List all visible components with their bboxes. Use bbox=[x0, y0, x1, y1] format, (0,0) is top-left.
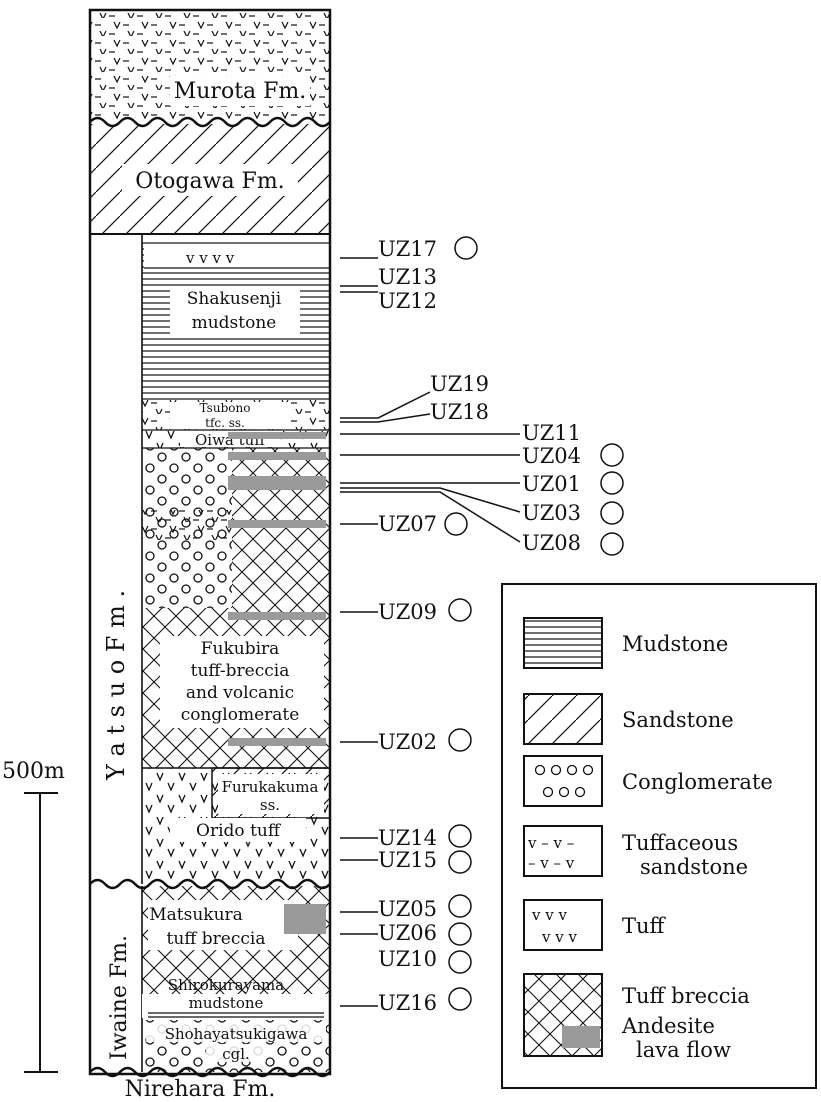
sample-label: UZ04 bbox=[522, 444, 581, 468]
tsubono-label: Tsubono bbox=[200, 401, 251, 415]
otogawa-formation-label: Otogawa Fm. bbox=[135, 169, 284, 194]
legend-andesite: Andesite bbox=[621, 1014, 715, 1038]
svg-text:v v v v: v v v v bbox=[185, 249, 235, 267]
svg-text:v v v: v v v bbox=[541, 928, 577, 946]
sample-label: UZ12 bbox=[378, 289, 437, 313]
sample-label: UZ14 bbox=[378, 826, 437, 850]
scale-label: 500m bbox=[2, 759, 65, 784]
svg-text:v – v –: v – v – bbox=[527, 834, 574, 852]
fukubira-label-3: and volcanic bbox=[186, 683, 294, 703]
legend-sandstone-swatch bbox=[524, 694, 602, 744]
legend-mudstone: Mudstone bbox=[622, 632, 728, 656]
iwaine-formation-label: Iwaine Fm. bbox=[107, 935, 132, 1060]
murota-formation-label: Murota Fm. bbox=[174, 79, 307, 104]
fukubira-label-2: tuff-breccia bbox=[191, 661, 290, 681]
sample-label: UZ01 bbox=[522, 472, 581, 496]
svg-text:v v v: v v v bbox=[531, 906, 567, 924]
stratigraphic-column: Murota Fm. Otogawa Fm. v v v v Shakusenj… bbox=[90, 10, 330, 1102]
sample-label: UZ17 bbox=[378, 237, 437, 261]
shakusenji-label-2: mudstone bbox=[192, 313, 277, 333]
scale-bar: 500m bbox=[2, 759, 65, 1072]
sample-label: UZ09 bbox=[378, 600, 437, 624]
shohayatsukigawa-label: Shohayatsukigawa bbox=[165, 1025, 308, 1043]
sample-label: UZ19 bbox=[430, 372, 489, 396]
sample-label: UZ02 bbox=[378, 730, 437, 754]
sample-label: UZ05 bbox=[378, 897, 437, 921]
sample-label: UZ13 bbox=[378, 265, 437, 289]
legend-tuffaceous-2: sandstone bbox=[640, 855, 748, 879]
legend-tuff: Tuff bbox=[622, 914, 667, 938]
legend-conglomerate-swatch bbox=[524, 756, 602, 806]
legend-tuffaceous: Tuffaceous bbox=[622, 831, 738, 855]
sample-label: UZ06 bbox=[378, 921, 437, 945]
legend-conglomerate: Conglomerate bbox=[622, 770, 773, 794]
legend: Mudstone Sandstone Conglomerate v – v – … bbox=[502, 584, 816, 1088]
matsukura-label-2: tuff breccia bbox=[167, 929, 266, 949]
orido-tuff-label: Orido tuff bbox=[196, 821, 282, 841]
fukubira-label-4: conglomerate bbox=[181, 705, 300, 725]
sample-label: UZ08 bbox=[522, 531, 581, 555]
sample-label: UZ18 bbox=[430, 400, 489, 424]
shakusenji-label: Shakusenji bbox=[187, 289, 282, 309]
legend-andesite-2: lava flow bbox=[636, 1038, 731, 1062]
sample-label: UZ03 bbox=[522, 501, 581, 525]
sample-label: UZ10 bbox=[378, 947, 437, 971]
furukakuma-label-2: ss. bbox=[260, 796, 280, 814]
sample-label: UZ11 bbox=[522, 421, 581, 445]
shirokurayama-label: Shirokurayama bbox=[168, 976, 284, 994]
legend-mudstone-swatch bbox=[524, 618, 602, 668]
tsubono-label-2: tfc. ss. bbox=[205, 416, 245, 430]
legend-sandstone: Sandstone bbox=[622, 708, 734, 732]
shohayatsukigawa-label-2: cgl. bbox=[222, 1045, 250, 1063]
yatsuo-formation-label: Y a t s u o F m . bbox=[102, 590, 130, 781]
legend-andesite-swatch bbox=[562, 1026, 600, 1048]
matsukura-label: Matsukura bbox=[149, 905, 243, 925]
sample-label: UZ07 bbox=[378, 512, 437, 536]
shirokurayama-label-2: mudstone bbox=[189, 994, 264, 1012]
sample-label: UZ16 bbox=[378, 991, 437, 1015]
furukakuma-label: Furukakuma bbox=[222, 778, 319, 796]
fukubira-label: Fukubira bbox=[201, 639, 280, 659]
nirehara-formation-label: Nirehara Fm. bbox=[125, 1077, 276, 1102]
sample-label: UZ15 bbox=[378, 848, 437, 872]
svg-text:– v – v: – v – v bbox=[528, 854, 575, 872]
legend-tuff-breccia: Tuff breccia bbox=[622, 984, 750, 1008]
